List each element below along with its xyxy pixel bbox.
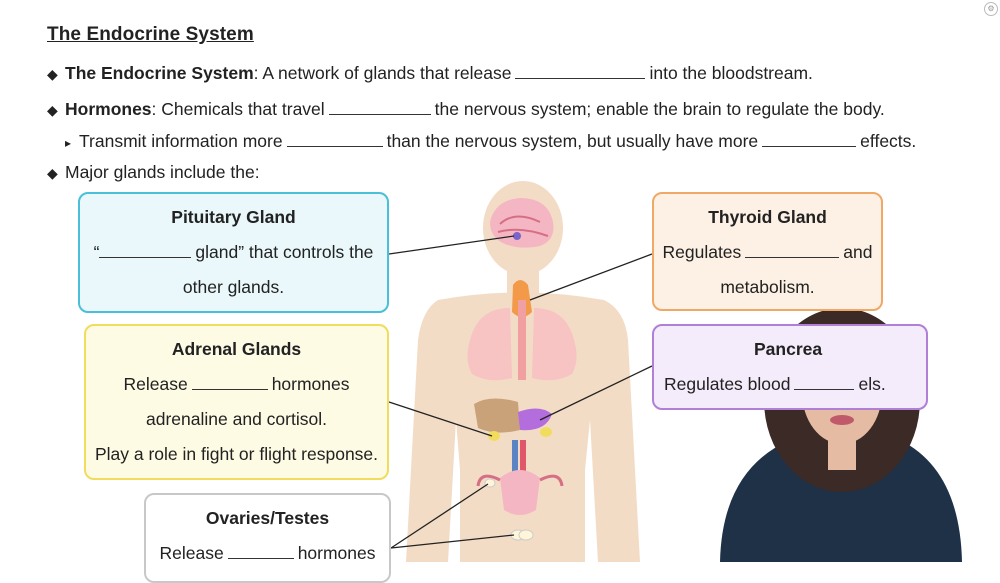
body-illustration: [388, 181, 962, 562]
adrenal-icon: [488, 431, 500, 441]
bullet-endocrine: ◆ The Endocrine System: A network of glan…: [47, 62, 813, 84]
fill-blank: [762, 130, 857, 147]
card-title: Thyroid Gland: [708, 207, 827, 227]
diamond-bullet-icon: ◆: [47, 102, 58, 118]
bullet-text: the nervous system; enable the brain to …: [434, 99, 885, 119]
bullet-transmit: ▸ Transmit information more than the nervo…: [65, 130, 916, 152]
brain-icon: [490, 198, 554, 248]
fill-blank: [99, 241, 192, 258]
thyroid-icon: [512, 280, 532, 317]
liver-icon: [474, 398, 520, 433]
pancreas-icon: [518, 408, 552, 431]
triangle-bullet-icon: ▸: [65, 136, 72, 150]
card-title: Pancrea: [754, 339, 823, 359]
fill-blank: [191, 373, 268, 390]
bullet-text: effects.: [860, 131, 917, 151]
diamond-bullet-icon: ◆: [47, 66, 58, 82]
fill-blank: [745, 241, 840, 258]
card-line: metabolism.: [720, 277, 815, 297]
corner-settings-icon[interactable]: ⚙: [984, 2, 998, 16]
leader-lines: [388, 235, 653, 549]
bullet-text: : Chemicals that travel: [151, 99, 325, 119]
card-title: Ovaries/Testes: [205, 508, 330, 528]
fill-blank: [794, 373, 855, 390]
fill-blank: [227, 542, 294, 559]
card-line: other glands.: [182, 277, 285, 297]
bullet-term: Hormones: [65, 99, 152, 119]
uterus-icon: [500, 470, 540, 515]
bullet-text: than the nervous system, but usually hav…: [386, 131, 759, 151]
card-line: “gland” that controls the: [93, 241, 374, 262]
diamond-bullet-icon: ◆: [47, 165, 58, 181]
pituitary-icon: [513, 232, 521, 240]
fill-blank: [286, 130, 383, 147]
bullet-major-glands: ◆ Major glands include the:: [47, 162, 260, 183]
right-lung-icon: [532, 308, 577, 381]
card-title: Pituitary Gland: [171, 207, 296, 227]
bullet-text: Transmit information more: [79, 131, 283, 151]
bullet-term: The Endocrine System: [65, 63, 254, 83]
card-title: Adrenal Glands: [171, 339, 302, 359]
bullet-text: into the bloodstream.: [649, 63, 813, 83]
left-lung-icon: [467, 308, 512, 381]
bullet-text: Major glands include the:: [65, 162, 260, 182]
bullet-hormones: ◆ Hormones: Chemicals that travel the nerv…: [47, 98, 885, 120]
bullet-text: : A network of glands that release: [253, 63, 512, 83]
pituitary-card: Pituitary Gland “gland” that controls th…: [78, 192, 389, 313]
card-line: adrenaline and cortisol.: [146, 409, 327, 429]
fill-blank: [328, 98, 431, 115]
fill-blank: [515, 62, 646, 79]
card-line: Play a role in fight or flight response.: [94, 444, 379, 464]
page-title: The Endocrine System: [47, 24, 254, 45]
